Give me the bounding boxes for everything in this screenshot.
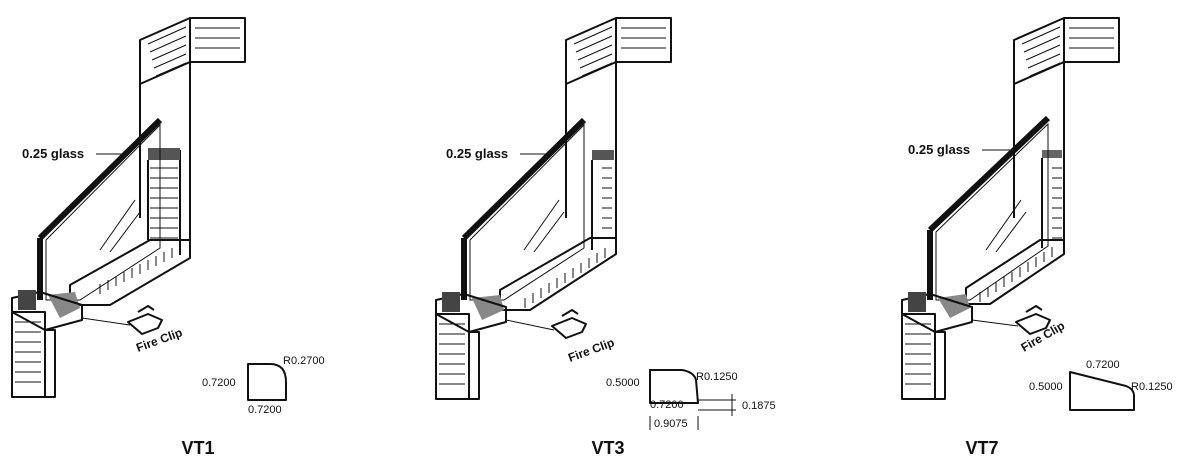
dim-width: 0.7200 [248, 404, 282, 416]
fire-clip-label: Fire Clip [566, 335, 616, 365]
glass-callout: 0.25 glass [446, 146, 546, 161]
frame-head-hatch [573, 26, 666, 77]
glass-face [45, 123, 161, 301]
profile-section: 0.7200 R0.2700 0.7200 [202, 355, 325, 416]
frame-sill-hatch [15, 321, 41, 383]
panel-title-vt7: VT7 [965, 438, 999, 458]
frame-sill [901, 292, 973, 400]
glass-edge [927, 115, 1051, 233]
panel-vt1-drawing: Fire Clip 0.25 glass 0.7200 R0.2700 0.72… [11, 17, 325, 416]
fire-clip-label: Fire Clip [134, 325, 184, 355]
stop-top-hatch [148, 148, 180, 160]
sill-stop [472, 237, 617, 320]
dim-top-width: 0.7200 [650, 399, 684, 411]
glass-label: 0.25 glass [908, 142, 970, 157]
glass-callout: 0.25 glass [908, 142, 1010, 157]
glass-pane [927, 115, 1051, 301]
glass-edge [461, 117, 587, 241]
glass-label: 0.25 glass [446, 146, 508, 161]
dim-height: 0.5000 [1029, 381, 1063, 393]
dim-lip: 0.1875 [742, 400, 776, 412]
fire-clip: Fire Clip [505, 309, 616, 365]
dim-radius: R0.2700 [283, 355, 325, 367]
fire-clip: Fire Clip [81, 305, 184, 355]
frame-jamb [139, 62, 191, 258]
frame-head-hatch [147, 26, 240, 77]
fire-clip: Fire Clip [971, 305, 1068, 355]
frame-head [1013, 17, 1120, 85]
glass-pane [37, 117, 163, 301]
profile-outline [247, 363, 287, 401]
dim-height: 0.5000 [606, 377, 640, 389]
dim-height: 0.7200 [202, 377, 236, 389]
dim-radius: R0.1250 [1131, 381, 1173, 393]
profile-outline [1069, 371, 1135, 411]
profile-outline [649, 369, 699, 404]
fire-clip-shape [127, 305, 163, 335]
glass-callout: 0.25 glass [22, 146, 122, 161]
dim-radius: R0.1250 [696, 371, 738, 383]
profile-section: 0.5000 R0.1250 0.7200 0.1875 0.9075 [606, 369, 776, 430]
sill-stop [938, 239, 1065, 318]
panel-title-vt3: VT3 [591, 438, 625, 458]
fire-clip-label: Fire Clip [1019, 318, 1068, 354]
frame-head-hatch [1021, 26, 1114, 77]
profile-section: 0.7200 0.5000 R0.1250 [1029, 359, 1173, 411]
sill-stop-hatch [979, 247, 1053, 302]
dim-width: 0.7200 [1086, 359, 1120, 371]
panel-vt3-drawing: Fire Clip 0.25 glass 0.5000 R0.1250 0.72… [435, 17, 776, 430]
dim-overall-width: 0.9075 [654, 418, 688, 430]
frame-sill-hatch [905, 323, 931, 385]
glass-pane [461, 117, 587, 301]
frame-sill [11, 290, 83, 398]
panel-title-vt1: VT1 [181, 438, 215, 458]
sill-stop [48, 239, 191, 318]
frame-jamb [1013, 62, 1065, 252]
panel-vt7-drawing: Fire Clip 0.25 glass 0.7200 0.5000 R0.12… [901, 17, 1173, 411]
stop-jamb-hatch [150, 167, 178, 239]
glass-label: 0.25 glass [22, 146, 84, 161]
fire-clip-shape [551, 309, 587, 339]
fire-clip-shape [1015, 305, 1051, 335]
sill-stop-hatch [524, 248, 606, 308]
glass-edge [37, 117, 163, 241]
frame-jamb [565, 62, 617, 252]
frame-sill-hatch [439, 323, 465, 385]
frame-head [139, 17, 246, 85]
frame-head [565, 17, 672, 85]
setting-block [48, 292, 80, 318]
stop-jamb-hatch [1052, 167, 1062, 239]
frame-sill [435, 292, 507, 400]
stop-jamb-hatch [602, 167, 612, 239]
sill-stop-hatch [99, 244, 181, 294]
